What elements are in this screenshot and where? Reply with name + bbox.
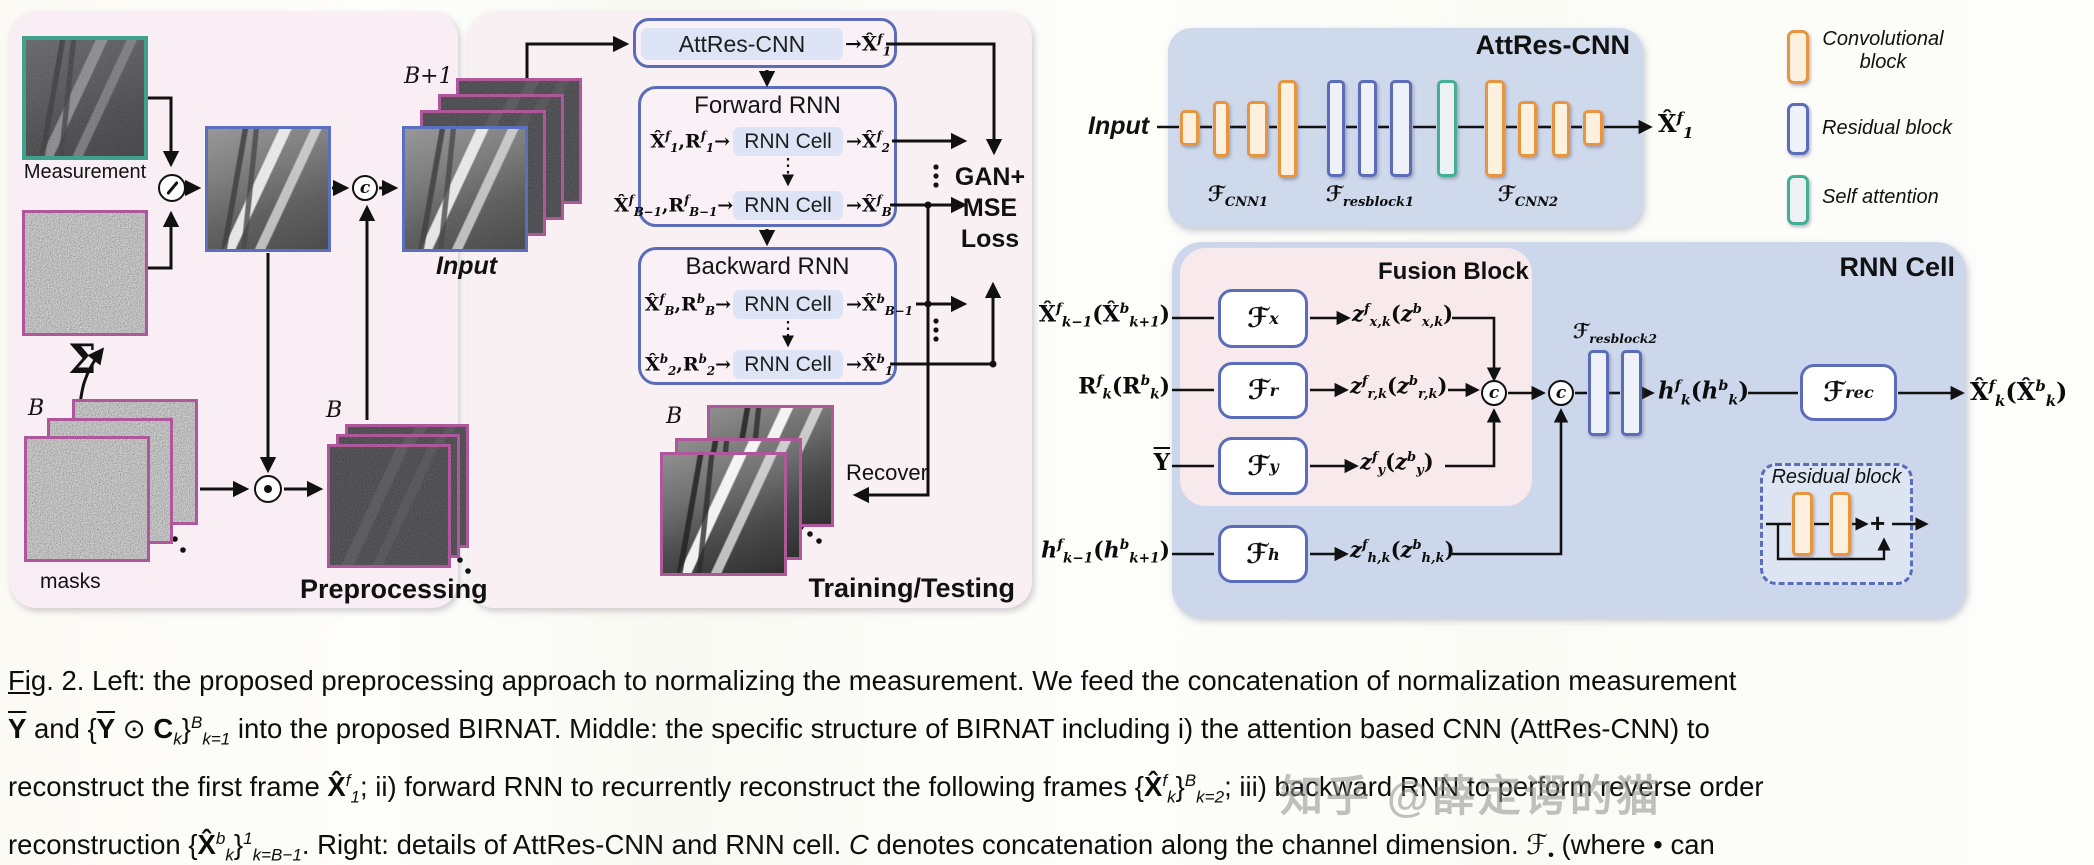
measurement-label: Measurement: [23, 161, 147, 183]
fw-row2-out: →X̂fB: [846, 193, 892, 220]
conv-block: [1213, 101, 1229, 157]
f-resblock2-label: ℱresblock2: [1573, 319, 1657, 346]
recovered-frame-front: [660, 452, 787, 576]
caption-line: Y and {Y ⊙ Ck}Bk=1 into the proposed BIR…: [8, 712, 1710, 749]
legend-conv-icon: [1787, 30, 1809, 84]
bw-row1-in: X̂fB,RbB→: [644, 292, 731, 319]
residual-block: [1358, 80, 1377, 177]
input-stack-label: Input: [436, 252, 498, 280]
normalized-image: [205, 126, 331, 252]
legend-residual-icon: [1787, 103, 1809, 155]
watermark: 知乎 @薛定谔的猫: [1280, 773, 1662, 821]
bw-row2-out: →X̂b1: [846, 352, 894, 379]
fw-row2-cell: RNN Cell: [733, 191, 843, 220]
caption-line: Fig. 2. Left: the proposed preprocessing…: [8, 665, 1737, 696]
caption-line: reconstruction {X̂bk}1k=B−1. Right: deta…: [8, 828, 1715, 865]
legend-residual-label: Residual block: [1822, 117, 1953, 139]
concat1-op-icon: c: [1481, 380, 1507, 406]
bw-row1-out: →X̂bB−1: [846, 292, 913, 319]
caption-line: reconstruct the first frame X̂f1; ii) fo…: [8, 770, 1764, 807]
masked-frame-front: [327, 444, 451, 568]
residual-block: [1588, 350, 1609, 436]
residual-block: [1621, 350, 1642, 436]
residual-block: [1327, 80, 1345, 177]
conv-block: [1792, 492, 1813, 556]
legend-attention-icon: [1787, 175, 1809, 225]
conv-block: [1830, 492, 1851, 556]
z-h-label: zfh,k(zbh,k): [1350, 537, 1455, 567]
rnn-out-label: X̂fk(X̂bk): [1970, 377, 2068, 410]
sigma-sum-label: Σ: [68, 336, 97, 383]
legend-attention-label: Self attention: [1822, 186, 1939, 208]
rnn-in-r-label: Rfk(Rbk): [1078, 373, 1170, 403]
forward-rnn-title: Forward RNN: [694, 92, 841, 119]
conv-block: [1180, 110, 1199, 146]
masks-count-label: B: [28, 396, 45, 421]
input-count-label: B+1: [404, 64, 453, 89]
backward-rnn-title: Backward RNN: [685, 253, 850, 280]
concat-op-icon: c: [352, 175, 378, 201]
attres-detail-title: AttRes-CNN: [1475, 30, 1631, 60]
f-resblock1-label: ℱresblock1: [1325, 181, 1415, 211]
figure-caption: Fig. 2. Left: the proposed preprocessing…: [8, 660, 2088, 865]
rnn-in-y-label: Y: [1153, 449, 1170, 476]
bw-row1-cell: RNN Cell: [733, 290, 843, 319]
legend-conv-label: Convolutional block: [1822, 28, 1944, 73]
attres-out-label: →X̂f1: [845, 31, 892, 59]
attres-detail-out-label: X̂f1: [1658, 109, 1694, 142]
residual-plus-label: +: [1870, 508, 1886, 538]
f-cnn2-label: ℱCNN2: [1497, 181, 1559, 211]
gan-mse-loss-label: GAN+ MSE Loss: [954, 163, 1026, 253]
f-cnn1-label: ℱCNN1: [1207, 181, 1269, 211]
product-count-label: B: [326, 398, 343, 423]
fw-row1-cell: RNN Cell: [733, 127, 843, 156]
bw-row2-in: X̂b2,Rb2→: [645, 352, 731, 379]
rnn-in-h-label: hfk−1(hbk+1): [1041, 537, 1170, 567]
bw-row2-cell: RNN Cell: [733, 350, 843, 379]
preprocessing-title: Preprocessing: [300, 574, 488, 604]
attres-input-label: Input: [1088, 112, 1150, 140]
rnn-in-x-label: X̂fk−1(X̂bk+1): [1038, 301, 1170, 331]
recovered-count-label: B: [666, 404, 683, 429]
mask-frame-front: [24, 436, 150, 562]
conv-block: [1278, 80, 1297, 178]
masks-label: masks: [40, 570, 101, 593]
fw-row2-in: X̂fB−1,RfB−1→: [614, 193, 734, 220]
fusion-block-title: Fusion Block: [1378, 258, 1529, 285]
conv-block: [1247, 101, 1268, 157]
recover-label: Recover: [846, 460, 928, 485]
residual-inset-title: Residual block: [1771, 466, 1902, 488]
z-x-label: zfx,k(zbx,k): [1352, 301, 1454, 331]
h-out-label: hfk(hbk): [1658, 377, 1750, 409]
conv-block: [1518, 101, 1537, 157]
fw-row1-out: →X̂f2: [846, 129, 890, 156]
rnn-cell-title: RNN Cell: [1839, 252, 1955, 282]
z-y-label: zfy(zby): [1360, 449, 1434, 479]
conv-block: [1583, 110, 1603, 146]
attres-cnn-pill: AttRes-CNN: [641, 28, 843, 60]
residual-block: [1390, 80, 1412, 177]
concat2-op-icon: c: [1548, 380, 1574, 406]
conv-block: [1552, 101, 1570, 157]
fw-row1-in: X̂f1,Rf1→: [650, 129, 730, 156]
self-attention-block: [1437, 80, 1457, 177]
conv-block: [1485, 80, 1505, 177]
summed-mask-image: [22, 210, 148, 336]
input-frame-front: [402, 126, 528, 252]
divide-op-icon: [158, 174, 186, 202]
z-r-label: zfr,k(zbr,k): [1350, 373, 1448, 403]
dot-product-op-icon: [254, 475, 282, 503]
training-testing-title: Training/Testing: [808, 573, 1015, 603]
measurement-image: [22, 36, 148, 160]
